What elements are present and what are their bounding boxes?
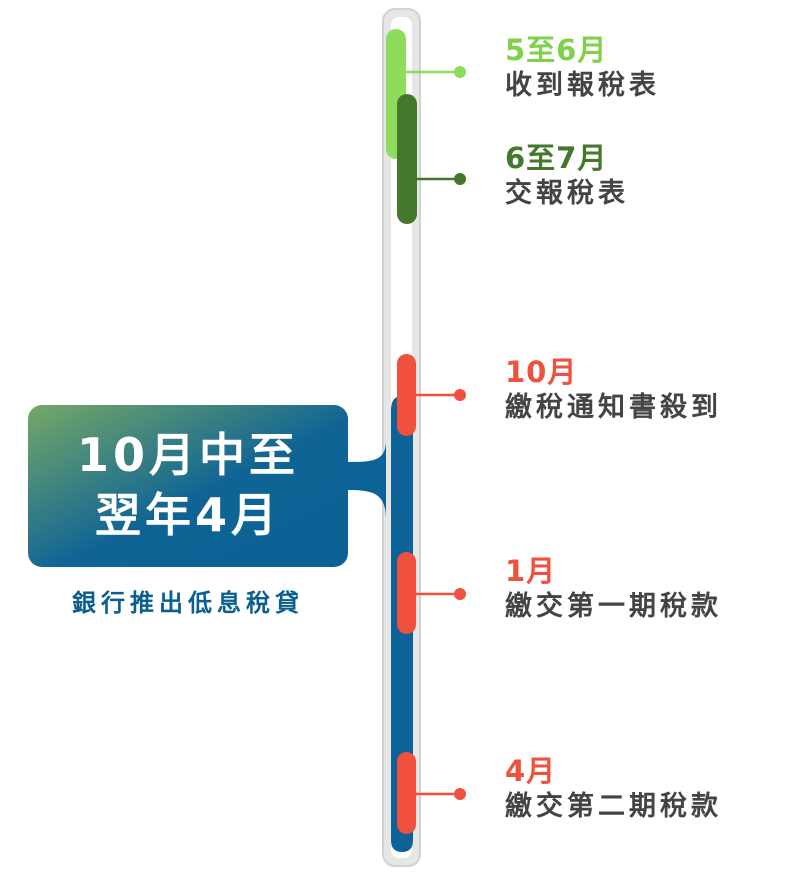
event-label: 1月 — [505, 554, 557, 588]
segment-june-july — [397, 94, 417, 224]
event-october: 10月 繳稅通知書殺到 — [505, 354, 722, 426]
event-desc: 收到報稅表 — [505, 70, 660, 101]
event-desc: 交報稅表 — [505, 178, 629, 209]
event-desc: 繳交第一期稅款 — [505, 591, 722, 622]
event-connector-5 — [416, 788, 466, 800]
event-label: 4月 — [505, 754, 557, 788]
event-label: 5至6月 — [505, 33, 608, 67]
period-title-line-2: 翌年4月 — [94, 488, 281, 542]
period-panel — [28, 405, 348, 567]
event-label: 6至7月 — [505, 141, 608, 175]
event-april: 4月 繳交第二期稅款 — [505, 753, 722, 825]
event-label: 10月 — [505, 355, 578, 389]
event-january: 1月 繳交第一期稅款 — [505, 553, 722, 625]
event-connector-2 — [417, 173, 466, 185]
period-title-line-1: 10月中至 — [76, 428, 299, 482]
marker-january — [397, 552, 416, 634]
period-title: 10月中至 翌年4月 — [28, 405, 348, 565]
period-connector — [346, 440, 386, 520]
event-connector-3 — [416, 389, 466, 401]
marker-april — [397, 752, 416, 834]
marker-october — [397, 354, 416, 436]
event-desc: 繳交第二期稅款 — [505, 791, 722, 822]
period-note: 銀行推出低息稅貸 — [72, 589, 304, 617]
event-connector-4 — [416, 588, 466, 600]
event-june-july: 6至7月 交報稅表 — [505, 140, 629, 212]
event-desc: 繳稅通知書殺到 — [505, 392, 722, 423]
event-connector-1 — [406, 66, 466, 78]
event-may-june: 5至6月 收到報稅表 — [505, 32, 660, 104]
